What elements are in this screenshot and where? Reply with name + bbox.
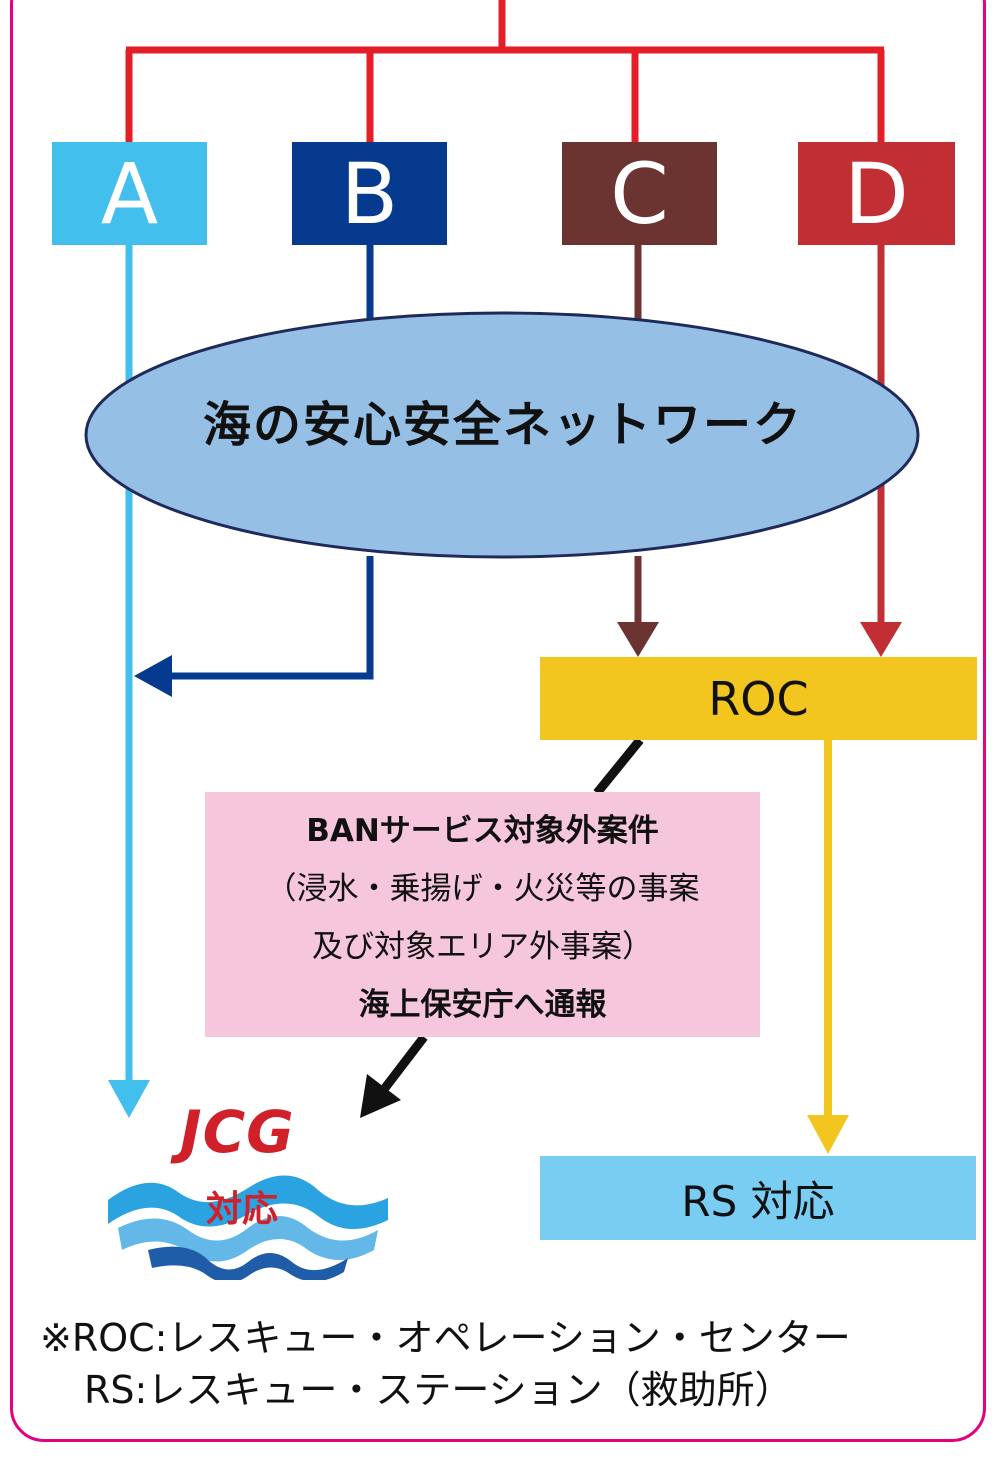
footnote-roc: ※ROC:レスキュー・オペレーション・センター: [40, 1316, 851, 1360]
ban-detail-2: 及び対象エリア外事案）: [312, 929, 653, 965]
ban-action: 海上保安庁へ通報: [358, 987, 607, 1023]
node-roc: ROC: [540, 657, 977, 740]
diagram-frame: [10, 0, 986, 1442]
node-ban: BANサービス対象外案件 （浸水・乗揚げ・火災等の事案 及び対象エリア外事案） …: [205, 792, 760, 1037]
node-c-label: C: [610, 144, 669, 243]
jcg-logo-text: JCG: [180, 1098, 295, 1166]
node-a: A: [52, 142, 207, 245]
ban-title: BANサービス対象外案件: [306, 813, 659, 849]
jcg-label: 対応: [206, 1189, 279, 1230]
node-b: B: [292, 142, 447, 245]
edge-ban-jcg: [360, 1034, 428, 1118]
node-d-label: D: [844, 144, 909, 243]
node-a-label: A: [100, 144, 159, 243]
roc-label: ROC: [708, 671, 809, 726]
ban-detail-1: （浸水・乗揚げ・火災等の事案: [265, 871, 700, 907]
network-ellipse: [84, 311, 920, 559]
edge-roc-ban: [593, 737, 644, 796]
jcg-wave-logo: [108, 1175, 388, 1280]
rs-label: RS 対応: [681, 1176, 835, 1226]
edge-roc-rs: [807, 740, 849, 1154]
top-bracket: [125, 0, 885, 142]
node-b-label: B: [340, 144, 399, 243]
footnote: ※ROC:レスキュー・オペレーション・センター RS:レスキュー・ステーション（…: [40, 1312, 980, 1416]
node-c: C: [562, 142, 717, 245]
node-rs: RS 対応: [540, 1156, 976, 1240]
edge-network-a: [134, 556, 374, 697]
node-d: D: [798, 142, 955, 245]
network-label: 海の安心安全ネットワーク: [202, 397, 803, 453]
edge-network-roc: [617, 556, 659, 657]
footnote-rs: RS:レスキュー・ステーション（救助所）: [84, 1368, 793, 1412]
